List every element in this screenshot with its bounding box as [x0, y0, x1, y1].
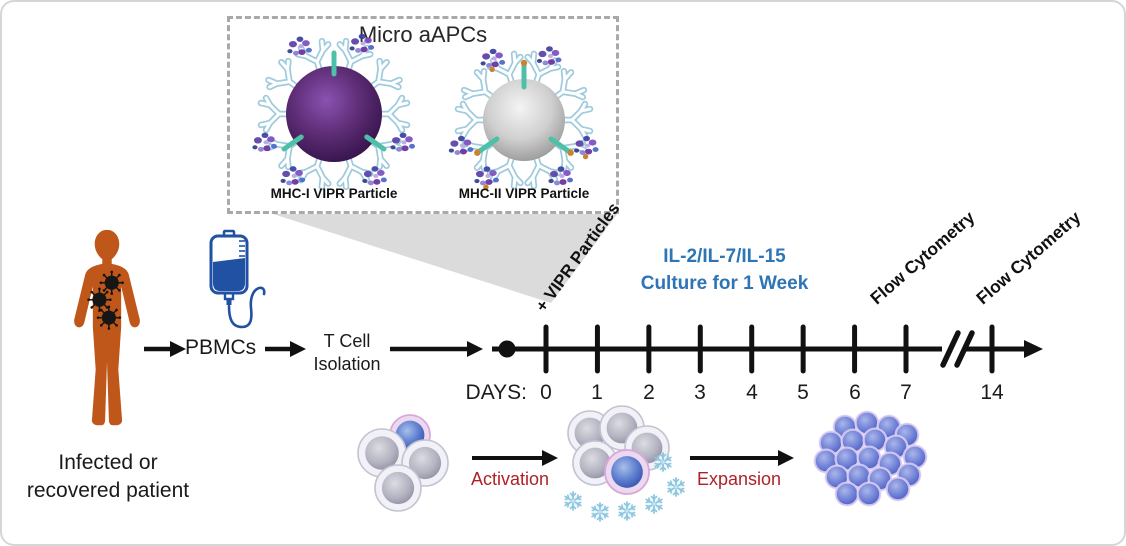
day-tick-label-2: 2	[643, 381, 655, 404]
patient-caption-line2: recovered patient	[26, 478, 190, 502]
pbmcs-label: PBMCs	[185, 336, 257, 359]
arrow-activation	[472, 450, 558, 466]
patient-caption-line1: Infected or	[58, 451, 158, 474]
timeline-axis	[492, 324, 1043, 374]
activated-tcells-illustration	[564, 405, 685, 522]
arrow-isolation-to-timeline	[390, 341, 483, 357]
tcell-isolation-line2: Isolation	[313, 353, 381, 374]
mhc2-vipr-particle-illustration	[448, 46, 599, 190]
day-tick-label-7: 7	[900, 381, 912, 404]
day-tick-label-0: 0	[540, 381, 552, 404]
mhc2-particle-label: MHC-II VIPR Particle	[458, 186, 590, 201]
tcell-isolation-line1: T Cell	[323, 331, 371, 351]
culture-line2: Culture for 1 Week	[640, 272, 809, 294]
mhc1-particle-label: MHC-I VIPR Particle	[270, 186, 398, 201]
expansion-step-label: Expansion	[696, 469, 782, 489]
days-axis-label: DAYS:	[465, 381, 527, 404]
day-tick-label-6: 6	[849, 381, 861, 404]
day-tick-label-1: 1	[591, 381, 603, 404]
activation-step-label: Activation	[470, 469, 550, 489]
day-tick-label-14: 14	[980, 381, 1004, 404]
culture-annotation: IL-2/IL-7/IL-15 Culture for 1 Week	[617, 244, 832, 298]
day-tick-label-5: 5	[797, 381, 809, 404]
culture-line1: IL-2/IL-7/IL-15	[663, 246, 786, 267]
day-tick-label-4: 4	[746, 381, 758, 404]
flow-cytometry-day14-label: Flow Cytometry	[972, 207, 1085, 309]
arrow-expansion	[690, 450, 794, 466]
expanded-tcells-illustration	[813, 410, 928, 507]
patient-silhouette-icon	[74, 229, 140, 426]
mhc1-vipr-particle-illustration	[252, 33, 416, 191]
inset-title: Micro aAPCs	[358, 22, 488, 47]
resting-tcells-illustration	[357, 414, 449, 512]
tcell-isolation-label: T Cell Isolation	[300, 330, 394, 375]
day-tick-label-3: 3	[694, 381, 706, 404]
patient-caption: Infected or recovered patient	[2, 449, 214, 504]
iv-bag-icon	[209, 229, 266, 329]
vipr-particles-annotation: + VIPR Particles	[531, 199, 624, 316]
flow-cytometry-day7-label: Flow Cytometry	[866, 207, 979, 309]
